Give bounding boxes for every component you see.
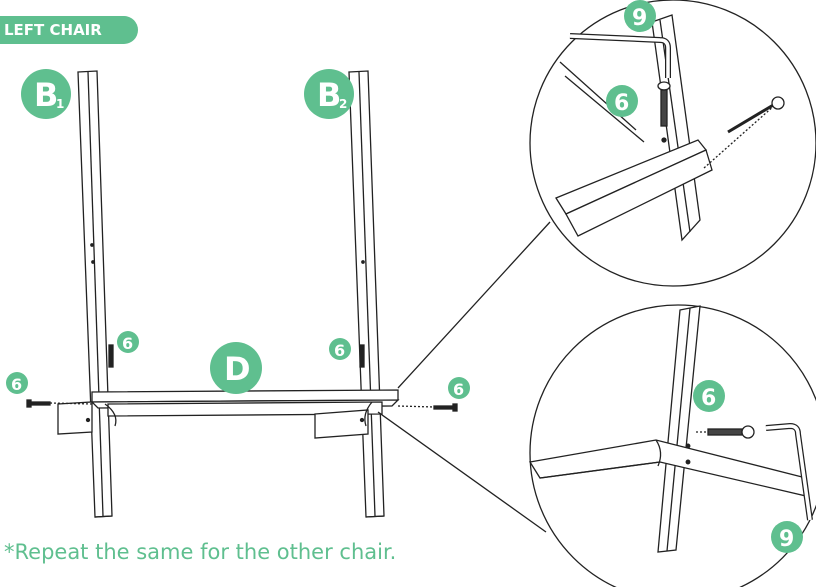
badge-b2: B 2	[304, 69, 354, 119]
badge-screw-top-detail: 6	[606, 85, 638, 117]
repeat-note: *Repeat the same for the other chair.	[4, 540, 397, 564]
crossbar-d	[57, 389, 400, 439]
badge-b1-subscript: 1	[56, 97, 64, 111]
badge-wrench-bottom-text: 9	[779, 527, 794, 552]
badge-b1: B 1	[21, 69, 71, 119]
detail-circle-bottom	[528, 304, 816, 587]
bolt-right	[397, 403, 458, 412]
bolt-left	[26, 399, 93, 408]
badge-b2-letter: B	[317, 76, 341, 114]
detail-circle-top	[529, 0, 816, 287]
badge-screw-left-leg: 6	[117, 331, 139, 353]
badge-b2-subscript: 2	[339, 97, 347, 111]
badge-screw-left-leg-text: 6	[122, 334, 133, 353]
leg-b1	[77, 70, 114, 518]
badge-wrench-top: 9	[624, 0, 656, 32]
badge-screw-left-bolt: 6	[6, 372, 28, 394]
badge-screw-left-bolt-text: 6	[11, 375, 22, 394]
badge-screw-bottom-detail: 6	[693, 380, 725, 412]
leg-b2	[348, 70, 385, 518]
badge-d: D	[210, 342, 262, 394]
badge-d-letter: D	[224, 350, 251, 388]
section-tag-label: LEFT CHAIR	[4, 21, 102, 39]
badge-screw-right-leg-text: 6	[334, 341, 345, 360]
leader-line-bottom	[377, 411, 547, 533]
badge-screw-bottom-detail-text: 6	[701, 386, 716, 411]
badge-screw-right-leg: 6	[329, 338, 351, 360]
leader-line-top	[397, 221, 551, 389]
badge-screw-top-detail-text: 6	[614, 91, 629, 116]
badge-wrench-bottom: 9	[771, 521, 803, 553]
badge-b1-letter: B	[34, 76, 58, 114]
badge-screw-right-bolt-text: 6	[453, 380, 464, 399]
badge-wrench-top-text: 9	[632, 6, 647, 31]
section-tag: LEFT CHAIR	[0, 16, 138, 44]
badge-screw-right-bolt: 6	[448, 377, 470, 399]
